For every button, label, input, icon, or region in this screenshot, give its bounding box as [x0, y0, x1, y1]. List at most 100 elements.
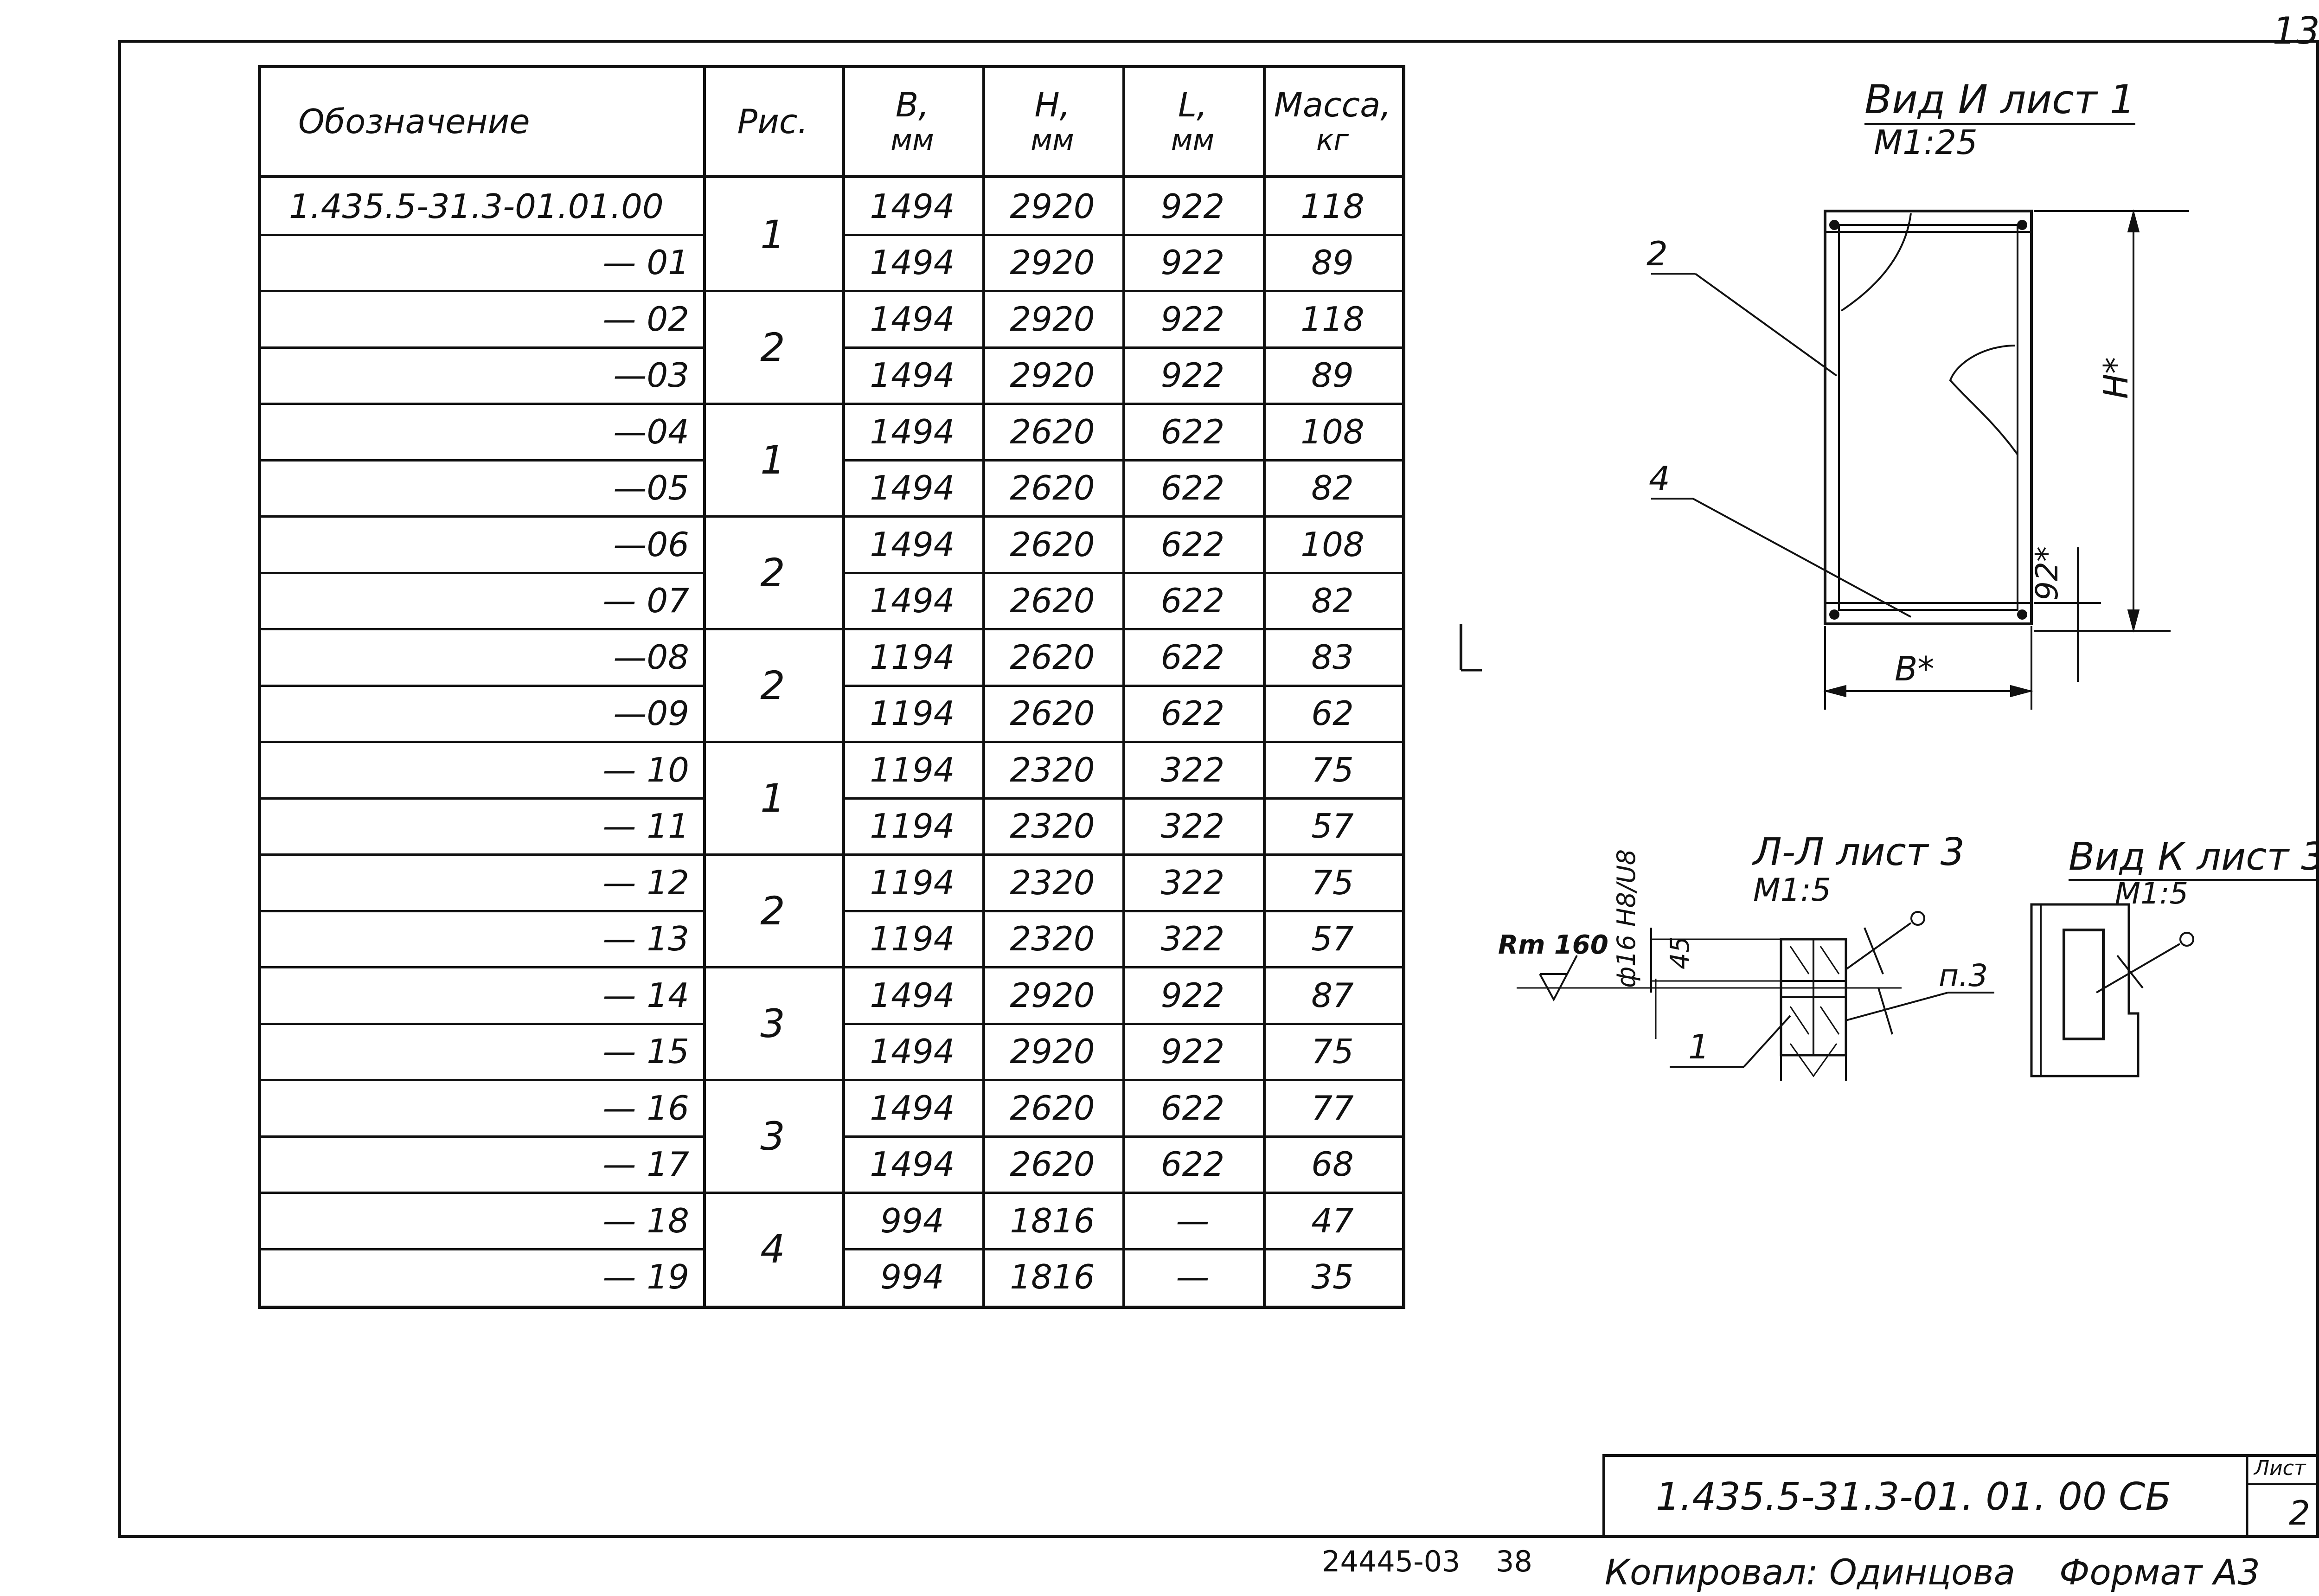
table-cell-mass: 75: [1311, 1032, 1354, 1071]
table-cell-mass: 89: [1311, 243, 1354, 282]
table-cell-designation: —09: [613, 694, 689, 733]
table-cell-designation: — 07: [602, 581, 689, 621]
table-cell-b: 1494: [870, 1088, 955, 1128]
table-cell-b: 1494: [870, 356, 955, 395]
table-cell-l: 322: [1160, 863, 1225, 902]
format-label: Формат А3: [2059, 1551, 2260, 1593]
header-l-label: L,: [1178, 85, 1207, 124]
table-cell-fig: 2: [760, 888, 785, 934]
table-cell-mass: 62: [1311, 694, 1354, 733]
table-cell-l: 622: [1160, 581, 1225, 621]
table-cell-b: 1494: [870, 468, 955, 508]
table-cell-l: 922: [1160, 186, 1225, 226]
table-cell-l: 922: [1160, 1032, 1225, 1071]
table-cell-b: 1494: [870, 525, 955, 564]
table-cell-h: 2620: [1010, 581, 1095, 621]
table-cell-designation: — 12: [602, 863, 689, 902]
table-cell-designation: 1.435.5-31.3-01.01.00: [289, 186, 664, 226]
table-cell-h: 1816: [1010, 1201, 1095, 1240]
table-cell-b: 1494: [870, 186, 955, 226]
table-cell-mass: 83: [1311, 637, 1354, 677]
table-cell-designation: — 19: [602, 1257, 689, 1297]
view-i-callout-4: 4: [1649, 459, 1670, 498]
roughness-label: Rm 160: [1498, 930, 1608, 960]
table-cell-l: 622: [1160, 694, 1225, 733]
table-cell-h: 2620: [1010, 1088, 1095, 1128]
header-b-unit: мм: [890, 123, 934, 157]
sheet-number: 2: [2289, 1493, 2310, 1532]
table-cell-designation: — 18: [602, 1201, 689, 1240]
table-cell-l: 922: [1160, 299, 1225, 339]
sheet-label: Лист: [2254, 1456, 2306, 1480]
header-mass: Масса, кг: [1263, 68, 1402, 175]
view-i-dim-b: B*: [1895, 649, 1935, 688]
view-k-title: Вид К лист 3: [2069, 835, 2319, 881]
table-cell-mass: 82: [1311, 581, 1354, 621]
view-i-dim-92: 92*: [2029, 546, 2065, 601]
table-cell-designation: — 15: [602, 1032, 689, 1071]
table-cell-h: 2920: [1010, 975, 1095, 1015]
table-cell-designation: — 11: [602, 807, 689, 846]
table-cell-mass: 57: [1311, 807, 1354, 846]
view-k-slot: [2063, 929, 2105, 1040]
header-l-unit: мм: [1171, 123, 1215, 157]
table-cell-h: 2320: [1010, 750, 1095, 789]
table-cell-fig: 2: [760, 550, 785, 596]
table-cell-b: 1494: [870, 243, 955, 282]
table-cell-designation: —06: [613, 525, 689, 564]
table-cell-b: 1194: [870, 807, 955, 846]
table-cell-designation: —08: [613, 637, 689, 677]
section-ll-scale: М1:5: [1753, 872, 1832, 909]
header-mass-unit: кг: [1316, 123, 1349, 157]
table-cell-h: 2920: [1010, 243, 1095, 282]
view-i-callout-2: 2: [1646, 234, 1668, 273]
table-cell-h: 2920: [1010, 356, 1095, 395]
header-h: H, мм: [982, 68, 1122, 175]
footer-page: 38: [1496, 1545, 1532, 1578]
view-i-title: Вид И лист 1: [1864, 77, 2135, 125]
table-cell-h: 2920: [1010, 186, 1095, 226]
fit-label: ф16 H8/U8: [1612, 849, 1641, 988]
table-cell-l: —: [1176, 1257, 1210, 1297]
section-ll-title: Л-Л лист 3: [1753, 830, 1965, 874]
header-fig: Рис.: [737, 102, 808, 141]
table-cell-mass: 77: [1311, 1088, 1354, 1128]
table-cell-mass: 89: [1311, 356, 1354, 395]
table-cell-designation: — 02: [602, 299, 689, 339]
copied-by: Копировал: Одинцова: [1605, 1551, 2016, 1593]
table-cell-designation: —03: [613, 356, 689, 395]
table-cell-l: 922: [1160, 356, 1225, 395]
table-cell-l: 322: [1160, 807, 1225, 846]
view-i-break-2: [1949, 345, 2018, 455]
table-cell-h: 2920: [1010, 1032, 1095, 1071]
table-cell-h: 2320: [1010, 807, 1095, 846]
table-cell-mass: 35: [1311, 1257, 1354, 1297]
table-cell-h: 2320: [1010, 863, 1095, 902]
corner-page-number: 137: [2273, 9, 2319, 52]
table-cell-l: 322: [1160, 919, 1225, 959]
header-h-label: H,: [1034, 85, 1070, 124]
table-cell-mass: 108: [1300, 525, 1364, 564]
table-cell-b: 1494: [870, 975, 955, 1015]
table-cell-mass: 47: [1311, 1201, 1354, 1240]
table-cell-h: 2620: [1010, 1145, 1095, 1184]
table-cell-designation: — 16: [602, 1088, 689, 1128]
view-i-scale: М1:25: [1874, 123, 1978, 162]
table-cell-l: 922: [1160, 975, 1225, 1015]
view-i-break-1: [1840, 213, 1912, 312]
dim-45-label: 45: [1665, 936, 1695, 969]
view-k-outline: [2030, 903, 2140, 1077]
table-cell-b: 1494: [870, 1032, 955, 1071]
table-cell-fig: 1: [760, 775, 785, 821]
table-cell-h: 2620: [1010, 637, 1095, 677]
table-cell-l: 622: [1160, 468, 1225, 508]
header-b: B, мм: [842, 68, 982, 175]
table-cell-fig: 1: [760, 437, 785, 483]
table-cell-l: 622: [1160, 412, 1225, 451]
table-cell-mass: 118: [1300, 299, 1364, 339]
title-block: [1602, 1454, 2319, 1538]
table-cell-fig: 4: [760, 1226, 785, 1272]
table-cell-b: 1494: [870, 581, 955, 621]
table-cell-b: 1194: [870, 637, 955, 677]
